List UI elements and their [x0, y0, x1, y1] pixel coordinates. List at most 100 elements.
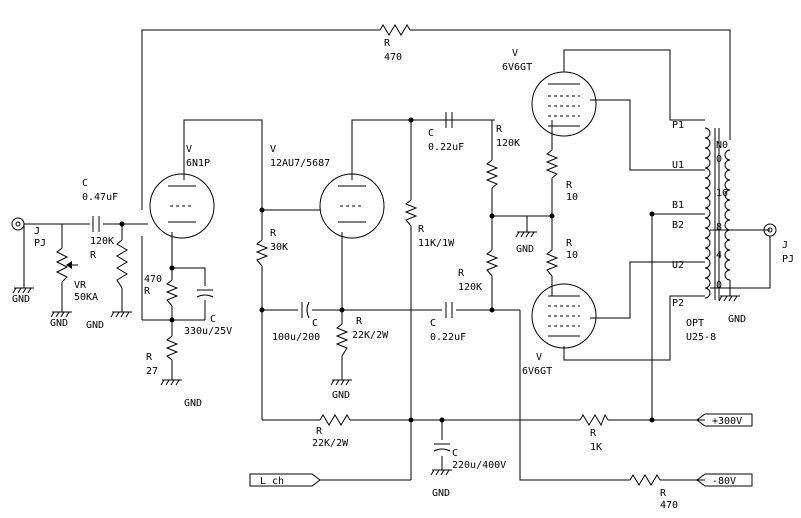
svg-text:C: C [452, 448, 458, 459]
grid-stopper-a [545, 149, 559, 179]
volume-pot [55, 247, 69, 283]
svg-text:R: R [458, 268, 465, 279]
resistor-22k-cathode [335, 323, 349, 357]
svg-text:GND: GND [12, 294, 30, 305]
svg-text:R: R [566, 238, 573, 249]
svg-text:OPT: OPT [686, 318, 704, 329]
svg-text:U1: U1 [672, 160, 684, 171]
ground-icon [515, 231, 537, 238]
ground-icon [430, 469, 452, 476]
resistor-470-bias [629, 474, 661, 486]
svg-text:P2: P2 [672, 298, 684, 309]
svg-text:J: J [34, 226, 40, 237]
capacitors [92, 112, 453, 452]
svg-text:22K/2W: 22K/2W [352, 330, 389, 341]
svg-text:GND: GND [50, 318, 68, 329]
svg-text:V: V [270, 144, 276, 155]
ground-icon [160, 379, 182, 386]
svg-text:J: J [782, 240, 788, 251]
svg-text:V: V [512, 48, 518, 59]
ground-icon [12, 272, 34, 294]
svg-text:U2: U2 [672, 260, 684, 271]
svg-text:GND: GND [86, 320, 104, 331]
svg-text:PJ: PJ [782, 254, 794, 265]
output-jack-icon [763, 223, 777, 237]
svg-text:12AU7/5687: 12AU7/5687 [270, 158, 330, 169]
resistors [55, 24, 661, 486]
feedback-resistor [379, 24, 411, 36]
svg-text:22K/2W: 22K/2W [312, 438, 349, 449]
svg-text:R: R [566, 180, 573, 191]
svg-text:+300V: +300V [712, 416, 742, 427]
bias-rail-label: -80V [696, 473, 753, 487]
svg-text:GND: GND [184, 398, 202, 409]
ground-icon [110, 311, 132, 318]
svg-text:0.47uF: 0.47uF [82, 192, 118, 203]
svg-text:PJ: PJ [34, 238, 46, 249]
resistor-1k [579, 413, 609, 427]
svg-text:N0: N0 [716, 140, 728, 151]
svg-text:R: R [356, 316, 363, 327]
svg-text:8: 8 [716, 222, 722, 233]
cathode-resistor-470 [165, 279, 179, 307]
svg-text:10: 10 [566, 192, 578, 203]
svg-text:V: V [536, 352, 542, 363]
svg-text:1K: 1K [590, 442, 602, 453]
svg-text:R: R [496, 124, 503, 135]
grid-resistor-a [485, 159, 499, 189]
svg-text:R: R [270, 228, 277, 239]
ground-icon [718, 295, 740, 302]
svg-text:R: R [590, 428, 597, 439]
svg-text:470: 470 [384, 52, 402, 63]
svg-text:B2: B2 [672, 220, 684, 231]
svg-text:P1: P1 [672, 120, 684, 131]
svg-text:-80V: -80V [712, 476, 736, 487]
svg-text:6V6GT: 6V6GT [522, 366, 552, 377]
component-labels: R 470 V 6V6GT V 6N1P V 12AU7/5687 C 0.22… [12, 38, 794, 511]
lch-label: L ch [249, 473, 321, 487]
tube-v1 [149, 173, 215, 239]
svg-text:R: R [146, 352, 153, 363]
svg-text:470: 470 [660, 500, 678, 511]
svg-text:50KA: 50KA [74, 292, 98, 303]
svg-text:220u/400V: 220u/400V [452, 460, 506, 471]
wiring [23, 29, 771, 481]
svg-text:R: R [90, 250, 97, 261]
svg-text:GND: GND [728, 314, 746, 325]
resistor-11k [404, 199, 418, 227]
svg-text:C: C [312, 318, 318, 329]
tube-6v6-bottom [531, 283, 597, 349]
svg-text:GND: GND [516, 244, 534, 255]
svg-text:C: C [430, 318, 436, 329]
grid-stopper-b [545, 249, 559, 277]
ground-icon [330, 379, 352, 386]
svg-text:V: V [186, 144, 192, 155]
svg-text:B1: B1 [672, 200, 684, 211]
svg-text:C: C [428, 128, 434, 139]
svg-text:0.22uF: 0.22uF [428, 142, 464, 153]
svg-text:0: 0 [716, 154, 722, 165]
svg-text:120K: 120K [90, 236, 114, 247]
input-jack-icon [11, 217, 25, 231]
svg-text:R: R [660, 488, 667, 499]
svg-text:C: C [82, 178, 88, 189]
svg-text:0.22uF: 0.22uF [430, 332, 466, 343]
svg-text:U25-8: U25-8 [686, 332, 716, 343]
svg-text:27: 27 [146, 366, 158, 377]
svg-text:100u/200: 100u/200 [272, 332, 320, 343]
grid-resistor-b [485, 249, 499, 277]
hv-rail-label: +300V [696, 413, 753, 427]
svg-text:120K: 120K [458, 282, 482, 293]
svg-text:10: 10 [566, 250, 578, 261]
input-resistor-120k [116, 239, 128, 289]
cathode-resistor-27 [165, 335, 179, 361]
svg-text:470: 470 [144, 274, 162, 285]
svg-text:16: 16 [716, 188, 728, 199]
tube-6v6-top [531, 71, 597, 137]
svg-text:120K: 120K [496, 138, 520, 149]
svg-text:GND: GND [332, 390, 350, 401]
svg-text:11K/1W: 11K/1W [418, 238, 455, 249]
svg-text:R: R [384, 38, 391, 49]
svg-text:VR: VR [74, 280, 87, 291]
